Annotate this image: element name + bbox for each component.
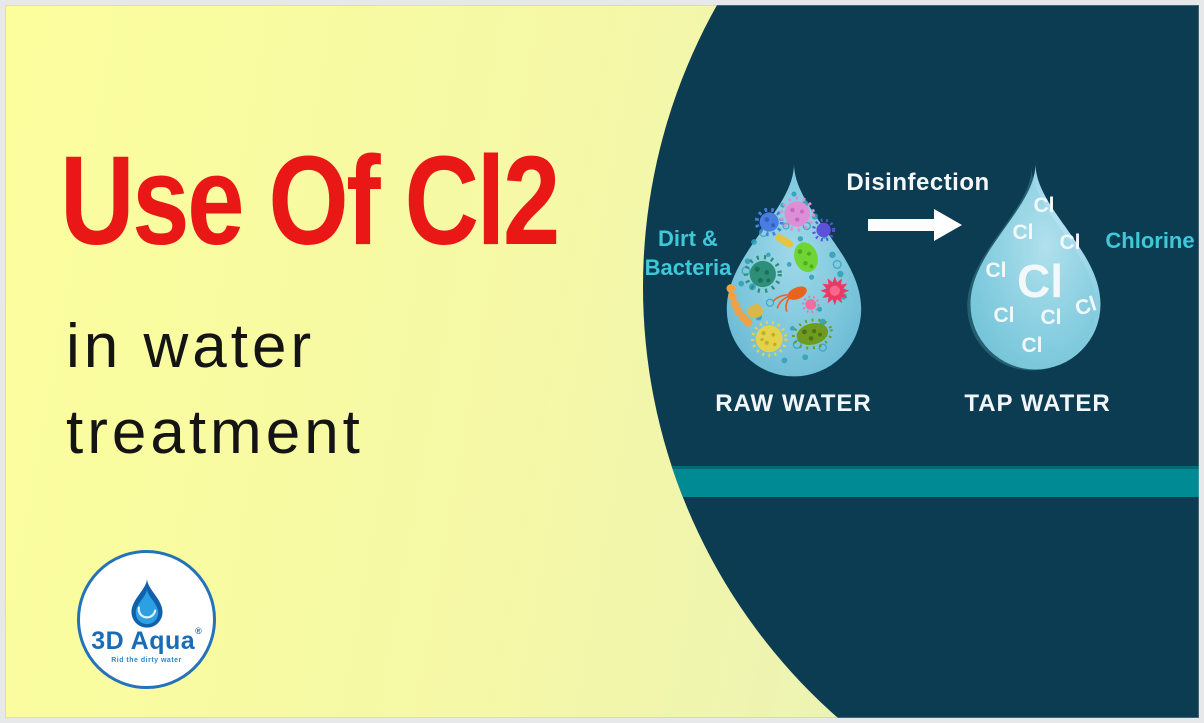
purple-virus-icon xyxy=(812,218,836,242)
tap-water-drop: Cl Cl Cl Cl Cl Cl Cl Cl Cl xyxy=(958,162,1113,371)
cl-symbol: Cl xyxy=(1040,306,1062,329)
banner-title: Use Of Cl2 xyxy=(60,130,560,271)
tan-blob-bacteria-icon xyxy=(747,303,764,319)
arrow-right-icon xyxy=(868,209,968,241)
blue-spiky-virus-icon xyxy=(754,207,784,237)
olive-spiky-bacteria-icon xyxy=(792,318,833,350)
company-logo: 3D Aqua® Rid the dirty water xyxy=(77,550,216,689)
banner-subtitle-line2: treatment xyxy=(66,398,364,467)
logo-brand-text: 3D Aqua xyxy=(91,626,196,655)
yellow-rod-bacteria-icon xyxy=(775,234,794,248)
orange-flagella-bacteria-icon xyxy=(772,286,807,312)
cl-symbol: Cl xyxy=(1033,194,1055,217)
orange-worm-bacteria-icon xyxy=(726,284,753,327)
cl-symbol: Cl xyxy=(993,304,1015,327)
arrow-head xyxy=(934,209,962,241)
red-star-virus-icon xyxy=(820,276,850,306)
cl-symbol-large: Cl xyxy=(1017,255,1063,307)
dirt-label-line1: Dirt & xyxy=(658,226,718,251)
diagram-panel-circle xyxy=(643,0,1204,723)
teal-accent-band xyxy=(643,466,1204,497)
raw-water-drop-icon xyxy=(726,163,862,377)
teal-spiky-virus-icon xyxy=(743,254,782,294)
dirt-bacteria-label: Dirt & Bacteria xyxy=(626,224,750,282)
raw-water-label: RAW WATER xyxy=(715,390,872,417)
dirt-label-line2: Bacteria xyxy=(644,255,732,281)
arrow-shaft xyxy=(868,219,938,231)
cl-symbol: Cl xyxy=(985,259,1007,282)
cl-symbol: Cl xyxy=(1059,231,1081,254)
tap-water-label: TAP WATER xyxy=(964,390,1111,417)
logo-water-drop-icon xyxy=(130,577,163,628)
cl-symbol: Cl xyxy=(1021,334,1043,357)
logo-tagline: Rid the dirty water xyxy=(111,656,182,664)
disinfection-label: Disinfection xyxy=(846,169,990,196)
green-oval-bacteria-icon xyxy=(794,242,818,273)
chlorine-label: Chlorine xyxy=(1105,228,1195,253)
banner-subtitle-line1: in water xyxy=(66,312,316,381)
cl-symbol: Cl xyxy=(1012,221,1034,244)
pink-virus-icon xyxy=(779,196,815,232)
logo-brand-row: 3D Aqua® xyxy=(91,625,202,655)
tap-water-drop-icon xyxy=(967,163,1101,371)
registered-trademark-mark: ® xyxy=(195,625,202,636)
